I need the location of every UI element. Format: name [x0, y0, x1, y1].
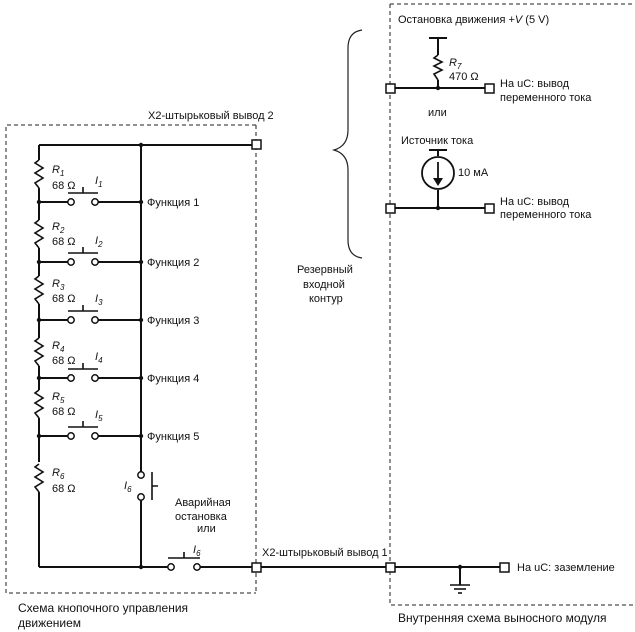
switch-contacts: [67, 198, 201, 571]
svg-text:R2: R2: [52, 221, 65, 235]
function-labels: Функция 1 Функция 2 Функция 3 Функция 4 …: [147, 197, 199, 443]
connector-pin2-label: X2-штырьковый вывод 2: [148, 110, 274, 122]
resistor-r2: [33, 219, 45, 249]
left-module-border: [5, 124, 256, 594]
function-4-label: Функция 4: [147, 373, 199, 385]
ground-label: На uC: заземление: [517, 562, 615, 574]
svg-text:I4: I4: [95, 351, 103, 365]
function-5-label: Функция 5: [147, 431, 199, 443]
svg-text:I5: I5: [95, 409, 103, 423]
r2-value: 68 Ω: [52, 236, 76, 248]
resistor-r1: [33, 159, 45, 189]
r4-name: R: [52, 340, 60, 352]
i6-left-name: I: [124, 480, 127, 492]
output-2-line2: переменного тока: [500, 209, 592, 221]
r3-name: R: [52, 278, 60, 290]
r6-name: R: [52, 467, 60, 479]
output-1-line2: переменного тока: [500, 92, 592, 104]
connector-pin2: [251, 139, 262, 150]
i2-name: I: [95, 235, 98, 247]
i4-name: I: [95, 351, 98, 363]
function-3-label: Функция 3: [147, 315, 199, 327]
i6-bottom-name: I: [193, 544, 196, 556]
svg-text:входной: входной: [303, 279, 345, 291]
stop-movement-label: Остановка движения +V (5 V): [398, 14, 549, 26]
svg-text:R5: R5: [52, 391, 65, 405]
r5-value: 68 Ω: [52, 406, 76, 418]
resistor-r3: [33, 275, 45, 305]
reserve-label: Резервный входной контур: [297, 264, 353, 305]
ground-symbol: [450, 584, 470, 594]
resistor-r5: [33, 389, 45, 419]
svg-text:I6: I6: [193, 544, 201, 558]
left-module-title-1: Схема кнопочного управления: [18, 601, 188, 615]
output-1-line1: На uC: вывод: [500, 78, 570, 90]
pullup-junction: [435, 85, 441, 91]
svg-text:I1: I1: [95, 175, 103, 189]
or-label: или: [428, 107, 447, 119]
left-module-title-2: движением: [18, 616, 81, 630]
r7-name: R7: [449, 57, 462, 71]
svg-text:остановка: остановка: [175, 511, 228, 523]
i5-name: I: [95, 409, 98, 421]
current-value-label: 10 мА: [458, 167, 489, 179]
r2-name: R: [52, 221, 60, 233]
right-terminals: [385, 83, 510, 573]
reserve-brace: [331, 29, 363, 259]
current-source-label: Источник тока: [401, 135, 474, 147]
interconnect-wiring: [261, 566, 500, 585]
resistor-r6: [33, 463, 45, 493]
svg-text:Аварийная: Аварийная: [175, 497, 231, 509]
ground-junction: [457, 564, 463, 570]
svg-text:контур: контур: [309, 293, 343, 305]
svg-text:I2: I2: [95, 235, 103, 249]
r4-value: 68 Ω: [52, 355, 76, 367]
r6-value: 68 Ω: [52, 483, 76, 495]
current-source-junction: [435, 205, 441, 211]
function-1-label: Функция 1: [147, 197, 199, 209]
connector-pin1: [251, 562, 262, 573]
switch-actuators: [68, 187, 200, 559]
right-module-border: [389, 3, 633, 606]
current-source-arrow-icon: [433, 162, 443, 186]
svg-text:R3: R3: [52, 278, 65, 292]
svg-text:или: или: [197, 523, 216, 535]
svg-text:Резервный: Резервный: [297, 264, 353, 276]
i1-name: I: [95, 175, 98, 187]
function-2-label: Функция 2: [147, 257, 199, 269]
svg-text:R4: R4: [52, 340, 65, 354]
right-module-title: Внутренняя схема выносного модуля: [398, 611, 606, 625]
r1-name: R: [52, 164, 60, 176]
r3-value: 68 Ω: [52, 293, 76, 305]
resistor-zigzags: [33, 159, 45, 493]
svg-text:I6: I6: [124, 480, 132, 494]
left-wiring: [38, 144, 253, 568]
switch-labels: I1 I2 I3 I4 I5 I6 I6: [95, 175, 201, 558]
output-2-line1: На uC: вывод: [500, 196, 570, 208]
resistor-r7: [432, 54, 444, 81]
connector-pin1-label: X2-штырьковый вывод 1: [262, 547, 388, 559]
r1-value: 68 Ω: [52, 180, 76, 192]
svg-text:R6: R6: [52, 467, 65, 481]
svg-text:I3: I3: [95, 293, 103, 307]
emergency-label: Аварийная остановка или: [175, 497, 231, 535]
r7-value: 470 Ω: [449, 71, 479, 83]
resistor-labels: R1 68 Ω R2 68 Ω R3 68 Ω R4 68 Ω R5 68 Ω …: [52, 164, 76, 495]
junction-dots: [36, 142, 144, 570]
resistor-r4: [33, 337, 45, 367]
svg-text:R1: R1: [52, 164, 64, 178]
i3-name: I: [95, 293, 98, 305]
r5-name: R: [52, 391, 60, 403]
